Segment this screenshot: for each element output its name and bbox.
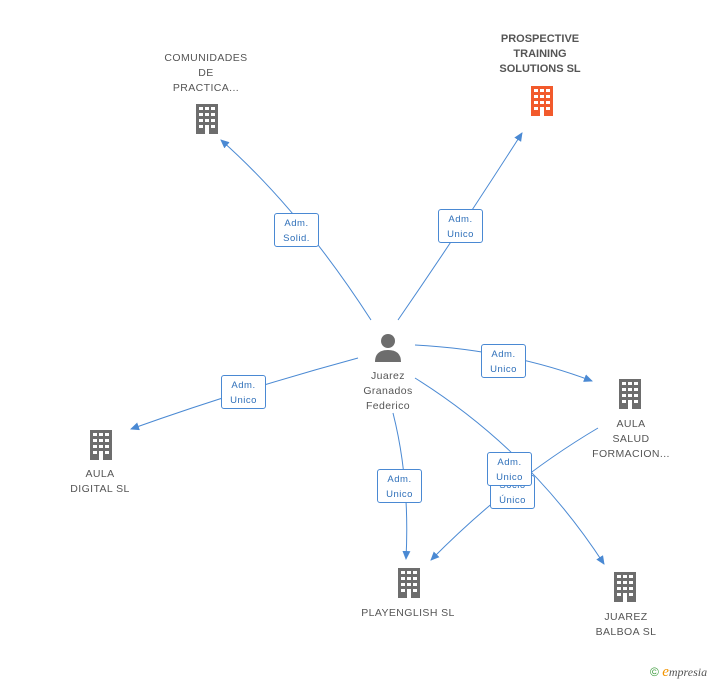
company-label-aula-digital[interactable]: AULA DIGITAL SL: [70, 468, 130, 495]
edge-label-comunidades[interactable]: Adm. Solid.: [274, 213, 319, 247]
company-label-playenglish[interactable]: PLAYENGLISH SL: [361, 607, 455, 619]
company-label-comunidades[interactable]: COMUNIDADES DE PRACTICA...: [164, 52, 248, 94]
person-icon[interactable]: [375, 334, 401, 362]
building-icon[interactable]: [196, 104, 218, 134]
edge-label-aula-salud[interactable]: Adm. Unico: [481, 344, 526, 378]
footer-brand: © empresia: [650, 664, 707, 681]
company-label-aula-salud[interactable]: AULA SALUD FORMACION...: [592, 418, 670, 460]
copyright-icon: ©: [650, 665, 659, 679]
edge-label-prospective[interactable]: Adm. Unico: [438, 209, 483, 243]
building-icon-highlight[interactable]: [531, 86, 553, 116]
edge-label-juarez-balboa[interactable]: Adm. Unico: [487, 452, 532, 486]
building-icon[interactable]: [619, 379, 641, 409]
company-label-juarez-balboa[interactable]: JUAREZ BALBOA SL: [595, 611, 657, 638]
brand-logo: empresia: [662, 664, 708, 680]
company-label-prospective[interactable]: PROSPECTIVE TRAINING SOLUTIONS SL: [499, 33, 581, 75]
person-name[interactable]: Juarez Granados Federico: [363, 370, 413, 412]
building-icon[interactable]: [90, 430, 112, 460]
building-icon[interactable]: [398, 568, 420, 598]
building-icon[interactable]: [614, 572, 636, 602]
edge-label-playenglish[interactable]: Adm. Unico: [377, 469, 422, 503]
edge-label-aula-digital[interactable]: Adm. Unico: [221, 375, 266, 409]
